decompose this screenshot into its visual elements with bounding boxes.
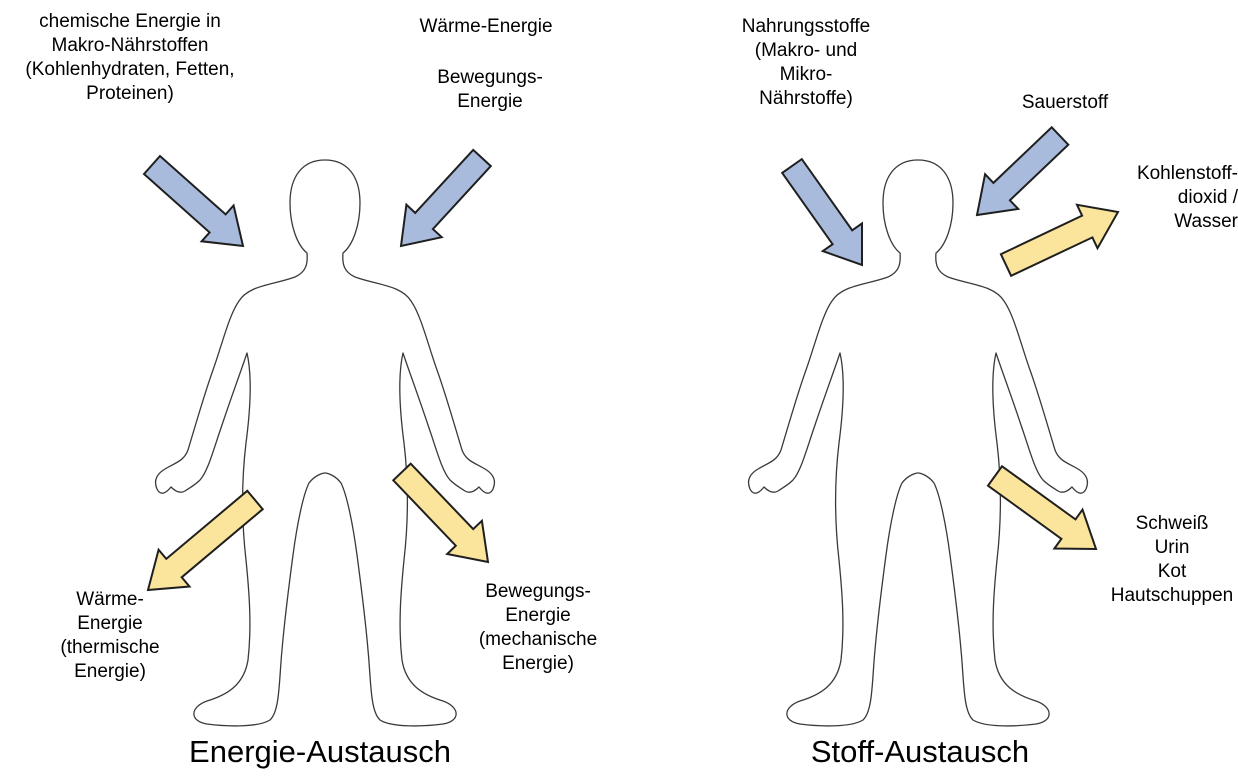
- label-line: Energie: [420, 90, 560, 114]
- label-excretions-output: Schweiß Urin Kot Hautschuppen: [1108, 512, 1236, 608]
- label-line: dioxid /: [1098, 186, 1238, 210]
- label-line: Energie): [455, 652, 621, 676]
- label-line: Energie: [455, 604, 621, 628]
- arrow-oxygen-in: [977, 127, 1068, 215]
- label-line: chemische Energie in: [2, 10, 258, 34]
- label-line: Nahrungsstoffe: [716, 15, 896, 39]
- label-motion-energy-output: Bewegungs- Energie (mechanische Energie): [455, 580, 621, 676]
- label-chemical-energy-input: chemische Energie in Makro-Nährstoffen (…: [2, 10, 258, 106]
- label-line: Bewegungs-: [420, 66, 560, 90]
- label-line: Nährstoffe): [716, 87, 896, 111]
- label-line: (thermische: [35, 636, 185, 660]
- label-line: Proteinen): [2, 82, 258, 106]
- arrow-chemical-energy-in-shape: [144, 156, 243, 246]
- label-line: Schweiß: [1108, 512, 1236, 536]
- caption-energy-exchange: Energie-Austausch: [140, 734, 500, 770]
- arrow-oxygen-in-shape: [977, 127, 1068, 215]
- label-co2-water-output: Kohlenstoff- dioxid / Wasser: [1098, 162, 1238, 234]
- label-motion-energy-input: Bewegungs- Energie: [420, 66, 560, 114]
- label-line: Wasser: [1098, 210, 1238, 234]
- label-line: Makro-Nährstoffen: [2, 34, 258, 58]
- arrow-motion-energy-in: [401, 150, 491, 246]
- label-line: Wärme-Energie: [396, 15, 576, 39]
- label-heat-energy-output: Wärme- Energie (thermische Energie): [35, 588, 185, 684]
- label-line: Hautschuppen: [1108, 584, 1236, 608]
- arrow-nutrients-in-shape: [782, 159, 862, 265]
- label-line: Energie: [35, 612, 185, 636]
- arrow-chemical-energy-in: [144, 156, 243, 246]
- arrow-nutrients-in: [782, 159, 862, 265]
- label-line: Urin: [1108, 536, 1236, 560]
- label-line: (mechanische: [455, 628, 621, 652]
- human-figure-left: [156, 160, 495, 726]
- caption-substance-exchange: Stoff-Austausch: [740, 734, 1100, 770]
- label-line: (Makro- und: [716, 39, 896, 63]
- label-oxygen-input: Sauerstoff: [1000, 91, 1130, 115]
- label-line: Kot: [1108, 560, 1236, 584]
- label-line: Sauerstoff: [1000, 91, 1130, 115]
- label-heat-energy-input: Wärme-Energie: [396, 15, 576, 39]
- label-line: Bewegungs-: [455, 580, 621, 604]
- arrow-motion-energy-in-shape: [401, 150, 491, 246]
- label-line: Energie): [35, 660, 185, 684]
- label-line: (Kohlenhydraten, Fetten,: [2, 58, 258, 82]
- label-nutrients-input: Nahrungsstoffe (Makro- und Mikro- Nährst…: [716, 15, 896, 111]
- label-line: Kohlenstoff-: [1098, 162, 1238, 186]
- label-line: Mikro-: [716, 63, 896, 87]
- label-line: Wärme-: [35, 588, 185, 612]
